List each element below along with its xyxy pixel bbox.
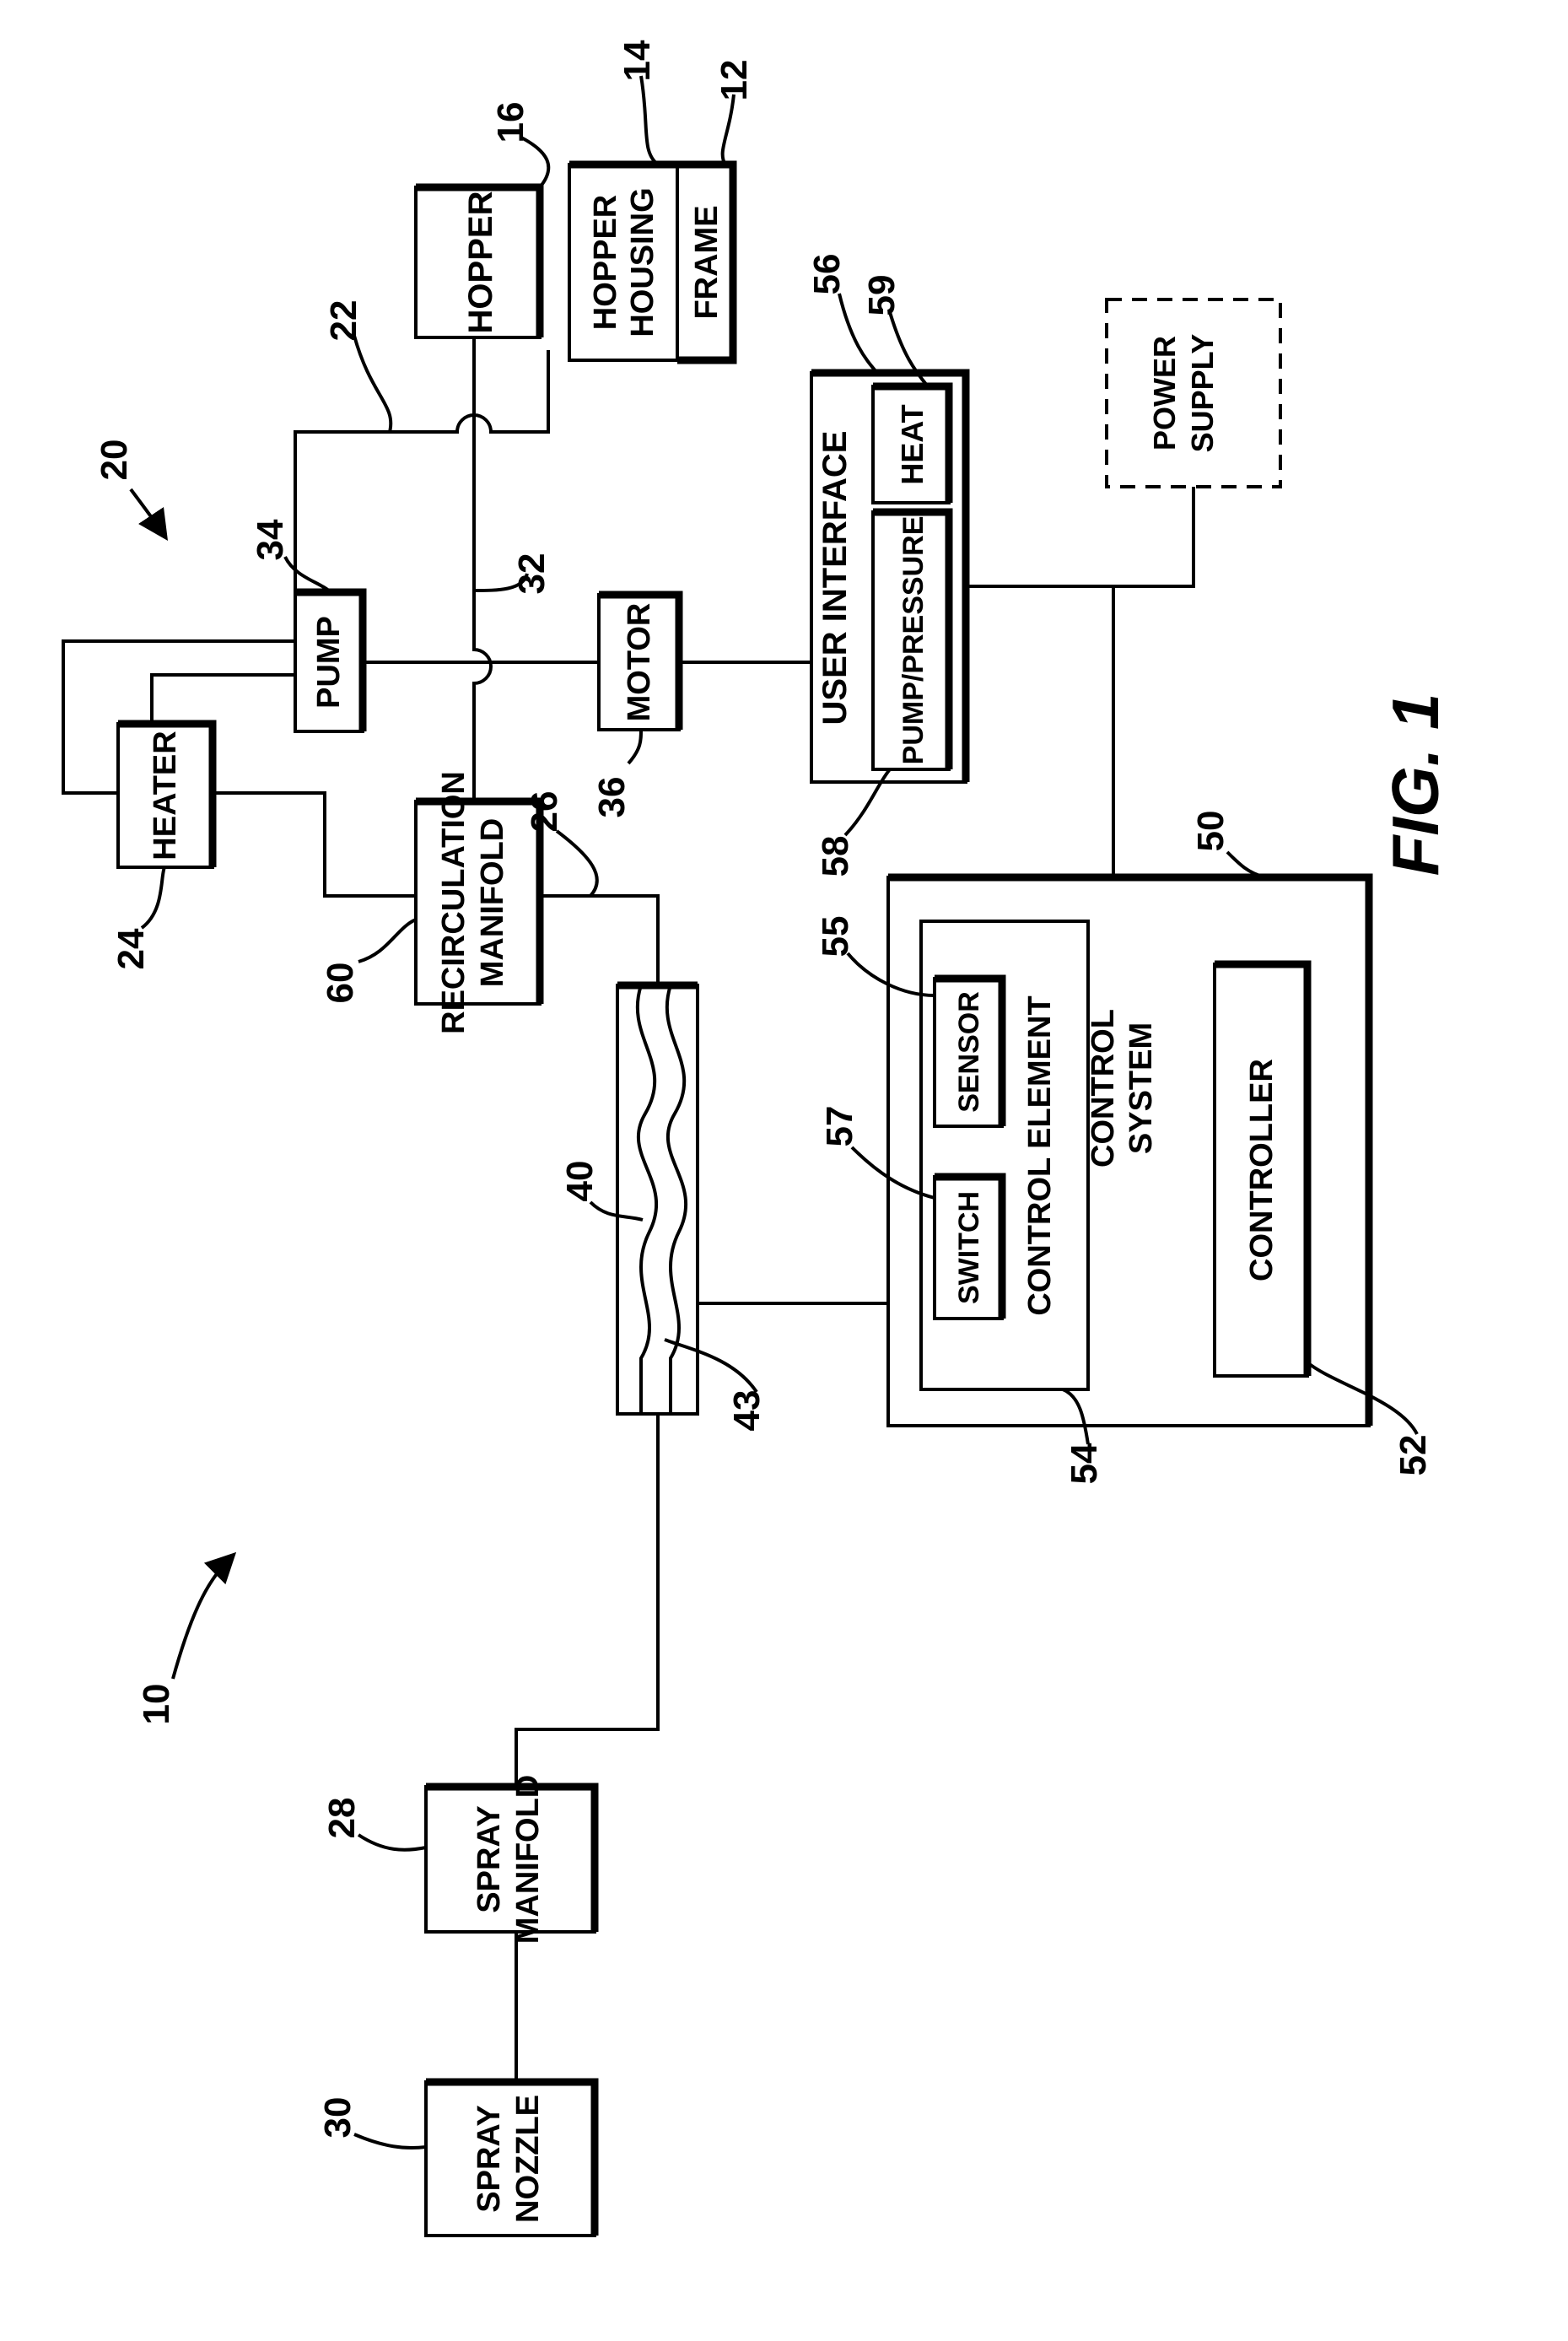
heat-label: HEAT (895, 404, 929, 484)
hose-spray-line (516, 1414, 658, 1787)
arrow-10 (173, 1556, 232, 1679)
spray-nozzle-label-1: SPRAY (471, 2105, 507, 2212)
ref-50: 50 (1190, 811, 1231, 852)
ref-28: 28 (321, 1798, 363, 1839)
hopper-housing-block (569, 165, 677, 360)
pump-heater-line (152, 675, 295, 724)
ref-32: 32 (511, 553, 552, 595)
ref-40: 40 (559, 1161, 601, 1202)
hose-40 (617, 985, 698, 1414)
ref-26: 26 (524, 791, 565, 833)
motor-label: MOTOR (622, 603, 657, 722)
power-supply-label-2: SUPPLY (1185, 334, 1220, 453)
recirculation-manifold-label-1: RECIRCULATION (436, 771, 471, 1034)
control-system-group: CONTROL SYSTEM CONTROL ELEMENT SENSOR SW… (888, 877, 1369, 1426)
ref-54: 54 (1064, 1443, 1105, 1484)
pump-label: PUMP (311, 616, 347, 709)
hopper-group: HOPPER HOPPER HOUSING FRAME (416, 165, 733, 360)
user-interface-group: USER INTERFACE PUMP/PRESSURE HEAT (811, 373, 966, 782)
ref-22: 22 (323, 300, 364, 342)
user-interface-label: USER INTERFACE (816, 431, 854, 725)
ref-36: 36 (591, 777, 633, 818)
power-supply-label-1: POWER (1147, 336, 1182, 450)
ref-43: 43 (726, 1390, 768, 1432)
recirculation-manifold-label-2: MANIFOLD (475, 818, 510, 988)
control-system-label-2: SYSTEM (1123, 1022, 1159, 1154)
ref-58: 58 (815, 836, 856, 877)
hopper-housing-label-1: HOPPER (588, 195, 623, 330)
ref-59: 59 (861, 275, 903, 316)
spray-nozzle-label-2: NOZZLE (510, 2095, 546, 2223)
hopper-label: HOPPER (462, 191, 499, 333)
spray-manifold-label-2: MANIFOLD (510, 1775, 546, 1945)
power-bus-line (1113, 487, 1194, 586)
ref-12: 12 (714, 60, 755, 101)
frame-label: FRAME (689, 205, 725, 319)
heater-label: HEATER (148, 731, 183, 860)
pipe-32 (474, 339, 491, 801)
switch-label: SWITCH (953, 1191, 985, 1304)
ref-20: 20 (94, 440, 135, 481)
pump-pressure-label: PUMP/PRESSURE (897, 516, 929, 765)
ref-30: 30 (317, 2097, 358, 2139)
arrow-20 (131, 489, 164, 536)
ref-16: 16 (490, 102, 531, 143)
ref-60: 60 (320, 963, 361, 1004)
hopper-housing-label-2: HOUSING (625, 187, 660, 337)
heater-recirc-line (213, 793, 416, 896)
ref-10: 10 (136, 1684, 177, 1725)
ref-14: 14 (617, 40, 658, 81)
control-element-label: CONTROL ELEMENT (1022, 995, 1058, 1315)
spray-manifold-label-1: SPRAY (471, 1805, 507, 1912)
pipe-22 (295, 350, 548, 592)
ref-52: 52 (1393, 1435, 1434, 1476)
ref-24: 24 (110, 928, 152, 969)
pipe-26 (540, 896, 658, 985)
ref-57: 57 (819, 1106, 860, 1147)
sensor-label: SENSOR (953, 991, 985, 1113)
ref-56: 56 (806, 254, 848, 295)
ref-55: 55 (815, 916, 856, 957)
figure-label: FIG. 1 (1378, 693, 1452, 877)
control-system-label-1: CONTROL (1086, 1009, 1121, 1168)
ref-34: 34 (250, 519, 291, 560)
controller-label: CONTROLLER (1244, 1059, 1280, 1281)
